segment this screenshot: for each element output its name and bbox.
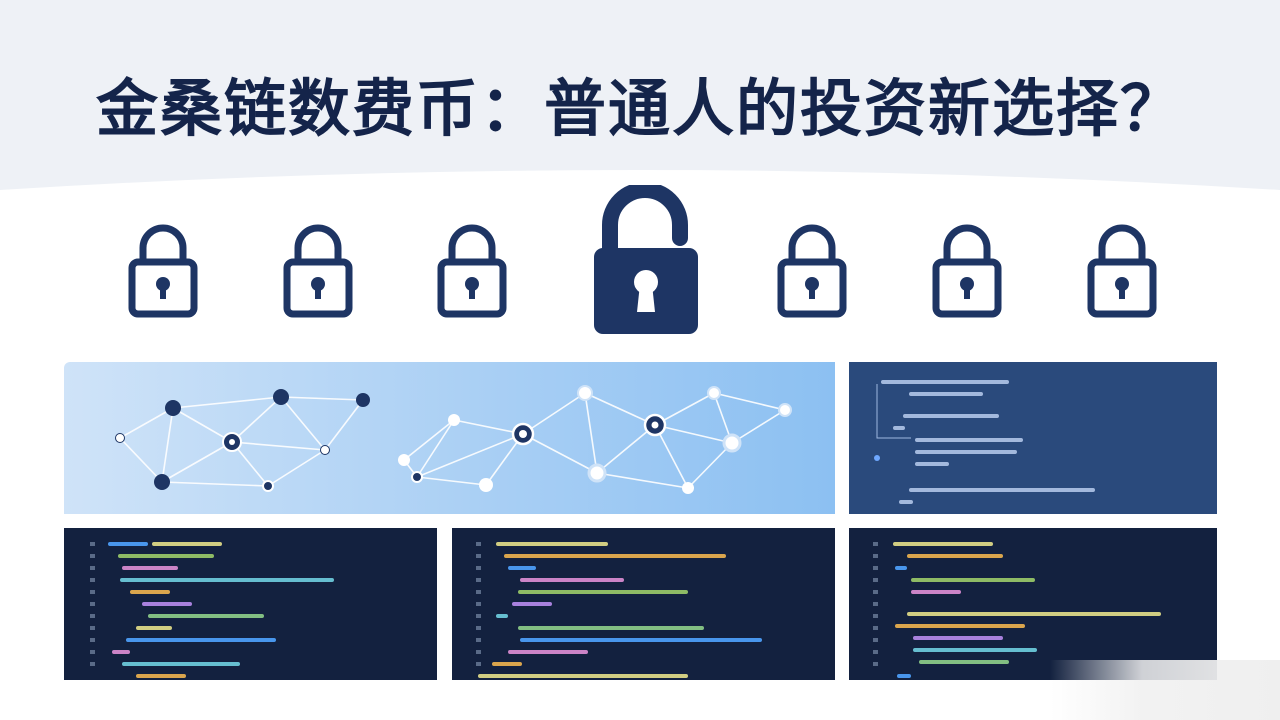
code-texture [90,542,334,678]
padlock-icon [448,224,496,262]
code-panel-blue [849,362,1217,514]
code-panel-2 [452,528,835,680]
lock-row [128,185,1157,334]
padlock-icon [1098,224,1146,262]
padlock-open-icon [594,185,698,334]
page-title: 金桑链数费币：普通人的投资新选择？ [95,72,1184,145]
header-band [0,0,1280,190]
code-texture [476,542,762,678]
code-texture [874,380,1095,504]
code-panel-1 [64,528,437,680]
watermark-blur [1050,660,1280,720]
padlock-icon [943,224,991,262]
network-panel [64,362,835,514]
code-panel-3 [849,528,1217,680]
network-graph [115,385,792,494]
code-texture [873,542,1161,678]
padlock-icon [788,224,836,262]
padlock-icon [139,224,187,262]
padlock-icon [294,224,342,262]
